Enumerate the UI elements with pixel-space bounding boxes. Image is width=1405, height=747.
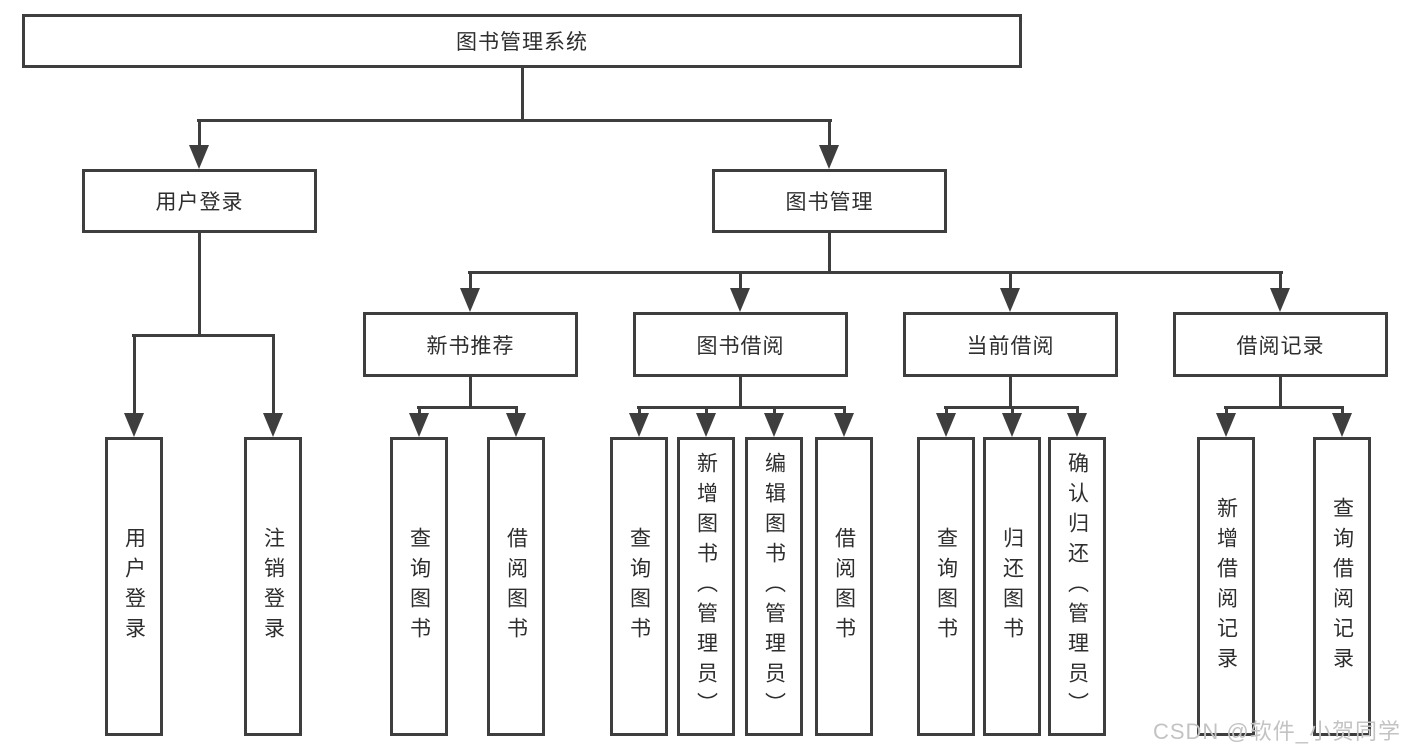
arrow-down-bb-edit <box>764 413 784 437</box>
arrow-down-bb-query <box>629 413 649 437</box>
node-leaf-bb-edit-books-admin-label: 编辑图书（管理员） <box>762 451 786 722</box>
arrow-down-borrowing-records <box>1270 288 1290 312</box>
node-leaf-bb-borrow-books-label: 借阅图书 <box>832 526 856 647</box>
node-leaf-rec-query-books: 查询图书 <box>390 437 448 736</box>
connector-bb-leaf4-drop <box>843 406 846 418</box>
node-book-borrowing: 图书借阅 <box>633 312 848 377</box>
node-leaf-bb-add-books-admin: 新增图书（管理员） <box>677 437 735 736</box>
connector-rr-split <box>1224 406 1344 409</box>
connector-bb-split <box>637 406 846 409</box>
arrow-down-user-login <box>189 145 209 169</box>
connector-mgmt-stem <box>828 233 831 273</box>
node-leaf-bb-edit-books-admin: 编辑图书（管理员） <box>745 437 803 736</box>
node-leaf-rec-borrow-books: 借阅图书 <box>487 437 545 736</box>
connector-bb-leaf1-drop <box>638 406 641 418</box>
node-leaf-bb-query-books: 查询图书 <box>610 437 668 736</box>
connector-mgmt-split <box>468 271 1283 274</box>
connector-cb-drop <box>1009 271 1012 291</box>
arrow-down-leaf-logout <box>263 413 283 437</box>
node-leaf-bb-borrow-books: 借阅图书 <box>815 437 873 736</box>
connector-cb-leaf3-drop <box>1076 406 1079 418</box>
arrow-down-bb-add <box>696 413 716 437</box>
arrow-down-rr-query <box>1332 413 1352 437</box>
node-leaf-cb-query-books-label: 查询图书 <box>934 526 958 647</box>
connector-rec-leaf2-drop <box>515 406 518 418</box>
connector-cb-stem <box>1009 376 1012 409</box>
connector-rr-drop <box>1279 271 1282 291</box>
connector-user-stem <box>198 233 201 336</box>
connector-rec-drop <box>469 271 472 291</box>
node-leaf-user-login: 用户登录 <box>105 437 163 736</box>
connector-bb-leaf2-drop <box>705 406 708 418</box>
node-user-login: 用户登录 <box>82 169 317 233</box>
node-user-login-label: 用户登录 <box>155 191 244 214</box>
arrow-down-book-management <box>819 145 839 169</box>
node-current-borrowing: 当前借阅 <box>903 312 1118 377</box>
node-book-management: 图书管理 <box>712 169 947 233</box>
arrow-down-cb-confirm <box>1067 413 1087 437</box>
node-leaf-rr-query-record: 查询借阅记录 <box>1313 437 1371 736</box>
node-leaf-rec-query-books-label: 查询图书 <box>407 526 431 647</box>
connector-root-split <box>197 119 832 122</box>
arrow-down-leaf-user-login <box>124 413 144 437</box>
node-borrowing-records: 借阅记录 <box>1173 312 1388 377</box>
arrow-down-bb-borrow <box>834 413 854 437</box>
connector-user-login-drop <box>198 119 201 148</box>
connector-book-management-drop <box>828 119 831 148</box>
connector-root-stem <box>521 68 524 121</box>
node-borrowing-records-label: 借阅记录 <box>1236 334 1325 358</box>
node-leaf-cb-confirm-return-admin-label: 确认归还（管理员） <box>1065 451 1089 722</box>
connector-bb-stem <box>739 376 742 409</box>
node-new-book-recommendation-label: 新书推荐 <box>426 334 515 358</box>
arrow-down-book-borrowing <box>730 288 750 312</box>
node-leaf-cb-return-books-label: 归还图书 <box>1000 526 1024 647</box>
connector-cb-leaf2-drop <box>1011 406 1014 418</box>
node-leaf-user-login-label: 用户登录 <box>122 526 146 647</box>
arrow-down-cb-return <box>1002 413 1022 437</box>
connector-rec-split <box>417 406 518 409</box>
node-new-book-recommendation: 新书推荐 <box>363 312 578 377</box>
arrow-down-current-borrowing <box>1000 288 1020 312</box>
arrow-down-new-book-rec <box>460 288 480 312</box>
connector-leaf-user-login-drop <box>133 334 136 416</box>
node-root: 图书管理系统 <box>22 14 1022 68</box>
node-leaf-bb-query-books-label: 查询图书 <box>627 526 651 647</box>
connector-rec-leaf1-drop <box>418 406 421 418</box>
node-leaf-cb-confirm-return-admin: 确认归还（管理员） <box>1048 437 1106 736</box>
node-leaf-rr-add-record-label: 新增借阅记录 <box>1214 496 1238 677</box>
node-leaf-cb-return-books: 归还图书 <box>983 437 1041 736</box>
arrow-down-rr-add <box>1216 413 1236 437</box>
node-root-label: 图书管理系统 <box>456 31 588 54</box>
connector-bb-leaf3-drop <box>773 406 776 418</box>
node-leaf-rr-add-record: 新增借阅记录 <box>1197 437 1255 736</box>
connector-rr-leaf2-drop <box>1341 406 1344 418</box>
connector-leaf-logout-drop <box>272 334 275 416</box>
connector-rr-stem <box>1279 376 1282 409</box>
connector-cb-leaf1-drop <box>945 406 948 418</box>
node-leaf-rec-borrow-books-label: 借阅图书 <box>504 526 528 647</box>
arrow-down-rec-query <box>409 413 429 437</box>
node-leaf-bb-add-books-admin-label: 新增图书（管理员） <box>694 451 718 722</box>
node-current-borrowing-label: 当前借阅 <box>966 334 1055 358</box>
connector-user-split <box>132 334 274 337</box>
arrow-down-rec-borrow <box>506 413 526 437</box>
node-leaf-logout: 注销登录 <box>244 437 302 736</box>
node-book-management-label: 图书管理 <box>785 191 874 214</box>
node-leaf-cb-query-books: 查询图书 <box>917 437 975 736</box>
node-book-borrowing-label: 图书借阅 <box>696 334 785 358</box>
connector-rec-stem <box>469 376 472 409</box>
node-leaf-logout-label: 注销登录 <box>261 526 285 647</box>
node-leaf-rr-query-record-label: 查询借阅记录 <box>1330 496 1354 677</box>
arrow-down-cb-query <box>936 413 956 437</box>
connector-rr-leaf1-drop <box>1225 406 1228 418</box>
csdn-watermark: CSDN @软件_小贺同学 <box>1152 719 1401 744</box>
connector-bb-drop <box>739 271 742 291</box>
